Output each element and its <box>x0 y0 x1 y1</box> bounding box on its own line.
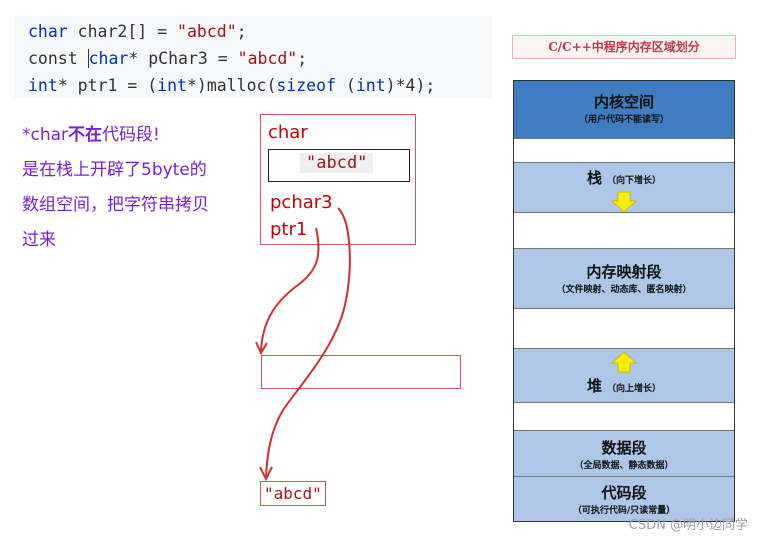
gap-segment <box>514 213 734 249</box>
code-keyword: char <box>87 49 129 68</box>
code-keyword: sizeof <box>276 76 336 95</box>
char-array-value: "abcd" <box>300 153 374 173</box>
note-line-4: 过来 <box>22 230 56 250</box>
code-segment: 代码段 （可执行代码/只读常量） <box>514 477 734 521</box>
code-keyword: char <box>28 22 68 41</box>
kernel-space-segment: 内核空间 （用户代码不能读写） <box>514 81 734 139</box>
code-text: ; <box>297 49 308 68</box>
heap-block-box <box>261 355 461 389</box>
code-keyword: int <box>28 76 58 95</box>
code-line-2: const char* pChar3 = "abcd"; <box>28 45 492 72</box>
segment-title: 堆 <box>586 377 602 395</box>
memory-layout-diagram: 内核空间 （用户代码不能读写） 栈 （向下增长） 内存映射段 （文件映射、动态库… <box>513 80 735 522</box>
stack-segment: 栈 （向下增长） <box>514 163 734 213</box>
up-arrow-icon <box>611 351 637 373</box>
note-text: 代码段! <box>102 125 160 145</box>
segment-title: 栈 <box>586 169 602 187</box>
note-line-1: *char不在代码段! <box>22 118 257 153</box>
memory-mapping-segment: 内存映射段 （文件映射、动态库、匿名映射） <box>514 249 734 309</box>
down-arrow-icon <box>611 191 637 213</box>
code-text: char2[] = <box>67 22 178 41</box>
memory-layout-title: C/C++中程序内存区域划分 <box>512 35 736 59</box>
segment-subtitle: （可执行代码/只读常量） <box>572 506 676 516</box>
code-keyword: int <box>157 76 187 95</box>
code-text: )*4); <box>385 76 436 95</box>
segment-title: 数据段 <box>601 439 647 457</box>
segment-title-row: 栈 （向下增长） <box>514 167 734 188</box>
code-string: "abcd" <box>237 49 298 68</box>
code-text: *)malloc( <box>186 76 277 95</box>
gap-segment <box>514 139 734 163</box>
heap-segment: 堆 （向上增长） <box>514 349 734 403</box>
gap-segment <box>514 403 734 431</box>
note-emphasis: 不在 <box>68 125 103 145</box>
code-line-3: int* ptr1 = (int*)malloc(sizeof (int)*4)… <box>28 72 492 99</box>
code-keyword: const <box>28 49 88 68</box>
char-array-label: char <box>268 122 308 143</box>
segment-subtitle: （全局数据、静态数据） <box>574 461 674 471</box>
pchar3-arrowhead <box>259 466 273 482</box>
code-string: "abcd" <box>177 22 237 41</box>
note-line-3: 数组空间，把字符串拷贝 <box>22 195 209 215</box>
ptr1-arrow <box>260 227 320 353</box>
ptr1-label: ptr1 <box>270 219 308 240</box>
segment-title: 代码段 <box>601 484 647 502</box>
constant-string-box: "abcd" <box>260 481 326 506</box>
segment-title: 内核空间 <box>593 93 654 111</box>
pchar3-arrow <box>265 207 351 479</box>
note-line-2: 是在栈上开辟了5byte的 <box>22 160 207 180</box>
segment-title-row: 堆 （向上增长） <box>514 375 734 396</box>
segment-subtitle: （向下增长） <box>607 176 662 186</box>
code-text: ; <box>236 22 247 41</box>
ptr1-arrowhead <box>255 341 268 356</box>
code-text: * pChar3 = <box>128 49 238 68</box>
watermark: CSDN @明小边同学 <box>628 518 748 533</box>
data-segment: 数据段 （全局数据、静态数据） <box>514 431 734 477</box>
code-block: char char2[] = "abcd"; const char* pChar… <box>14 16 492 98</box>
code-keyword: int <box>355 76 386 95</box>
stack-frame-box <box>260 114 416 245</box>
explanation-note: *char不在代码段! 是在栈上开辟了5byte的 数组空间，把字符串拷贝 过来 <box>22 118 257 258</box>
segment-title: 内存映射段 <box>586 263 662 281</box>
segment-subtitle: （用户代码不能读写） <box>578 115 669 125</box>
segment-subtitle: （文件映射、动态库、匿名映射） <box>556 285 692 295</box>
code-text: ( <box>335 76 356 95</box>
gap-segment <box>514 309 734 349</box>
note-text: *char <box>22 125 69 145</box>
code-text: * ptr1 = ( <box>57 76 158 95</box>
segment-subtitle: （向上增长） <box>607 384 662 394</box>
pchar3-label: pchar3 <box>270 192 333 213</box>
code-line-1: char char2[] = "abcd"; <box>28 18 492 45</box>
